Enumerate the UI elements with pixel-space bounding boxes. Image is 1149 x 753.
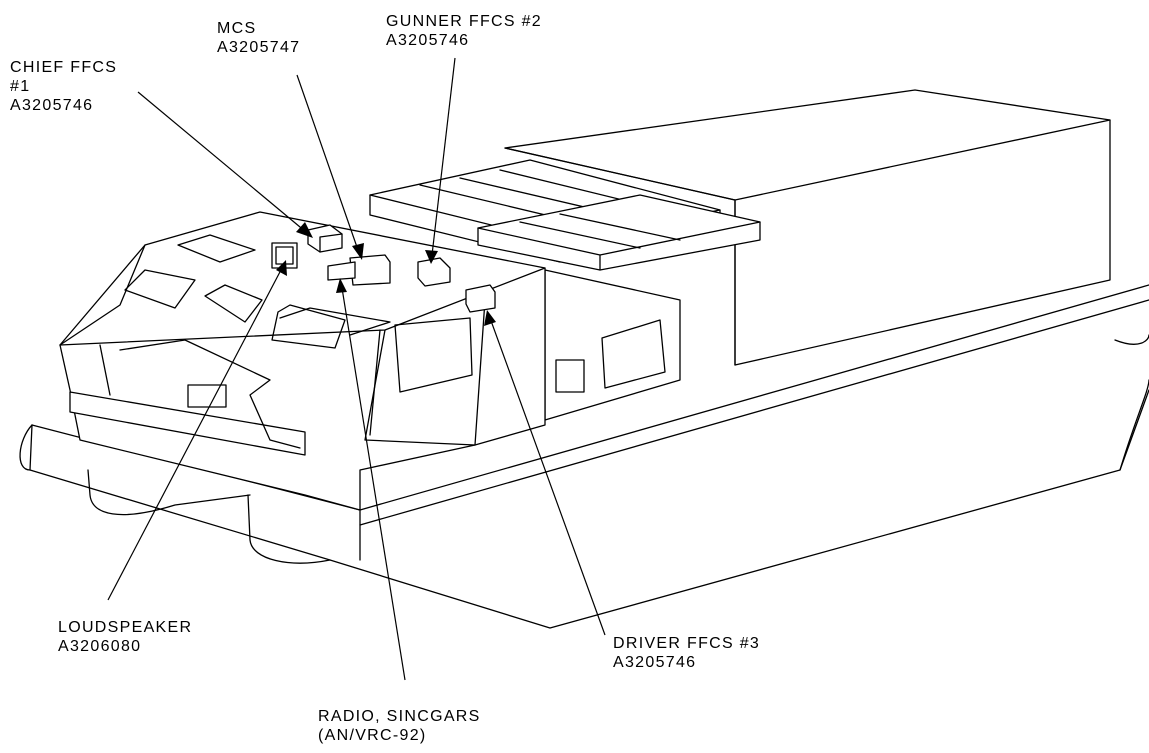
- driver-ffcs-label: DRIVER FFCS #3 A3205746: [613, 634, 760, 672]
- roof-components: [271, 224, 496, 313]
- mcs-label: MCS A3205747: [217, 19, 300, 57]
- radio-unit: [327, 261, 356, 281]
- loudspeaker-label-line1: LOUDSPEAKER: [58, 619, 193, 636]
- chief-ffcs-label-line3: A3205746: [10, 97, 94, 114]
- mcs-unit: [349, 254, 391, 286]
- driver-ffcs-label-line1: DRIVER FFCS #3: [613, 635, 761, 652]
- driver-ffcs-label-line2: A3205746: [613, 654, 697, 671]
- driver-ffcs-unit: [465, 284, 496, 313]
- leader-radio: [341, 287, 406, 681]
- gunner-ffcs-label: GUNNER FFCS #2 A3205746: [386, 12, 542, 50]
- cab: [59, 211, 546, 511]
- gunner-ffcs-label-line2: A3205746: [386, 32, 470, 49]
- loudspeaker-label: LOUDSPEAKER A3206080: [58, 618, 192, 656]
- loudspeaker-label-line2: A3206080: [58, 638, 142, 655]
- leader-gunner-ffcs: [431, 57, 456, 256]
- leader-driver-ffcs: [489, 317, 606, 636]
- leader-lines: [107, 57, 606, 681]
- radio-label-line2: (AN/VRC-92): [318, 727, 427, 744]
- leader-chief-ffcs: [137, 91, 307, 233]
- chief-ffcs-unit: [307, 224, 343, 253]
- leader-loudspeaker: [107, 267, 283, 601]
- chief-ffcs-label-line2: #1: [10, 78, 31, 95]
- chief-ffcs-label-line1: CHIEF FFCS: [10, 59, 118, 76]
- radio-label: RADIO, SINCGARS (AN/VRC-92): [318, 707, 481, 745]
- radio-label-line1: RADIO, SINCGARS: [318, 708, 481, 725]
- mcs-label-line1: MCS: [217, 20, 257, 37]
- roof-trays: [369, 159, 761, 271]
- gunner-ffcs-label-line1: GUNNER FFCS #2: [386, 13, 542, 30]
- mcs-label-line2: A3205747: [217, 39, 301, 56]
- gunner-ffcs-unit: [417, 257, 451, 287]
- leader-mcs: [296, 74, 359, 251]
- chief-ffcs-label: CHIEF FFCS #1 A3205746: [10, 58, 117, 115]
